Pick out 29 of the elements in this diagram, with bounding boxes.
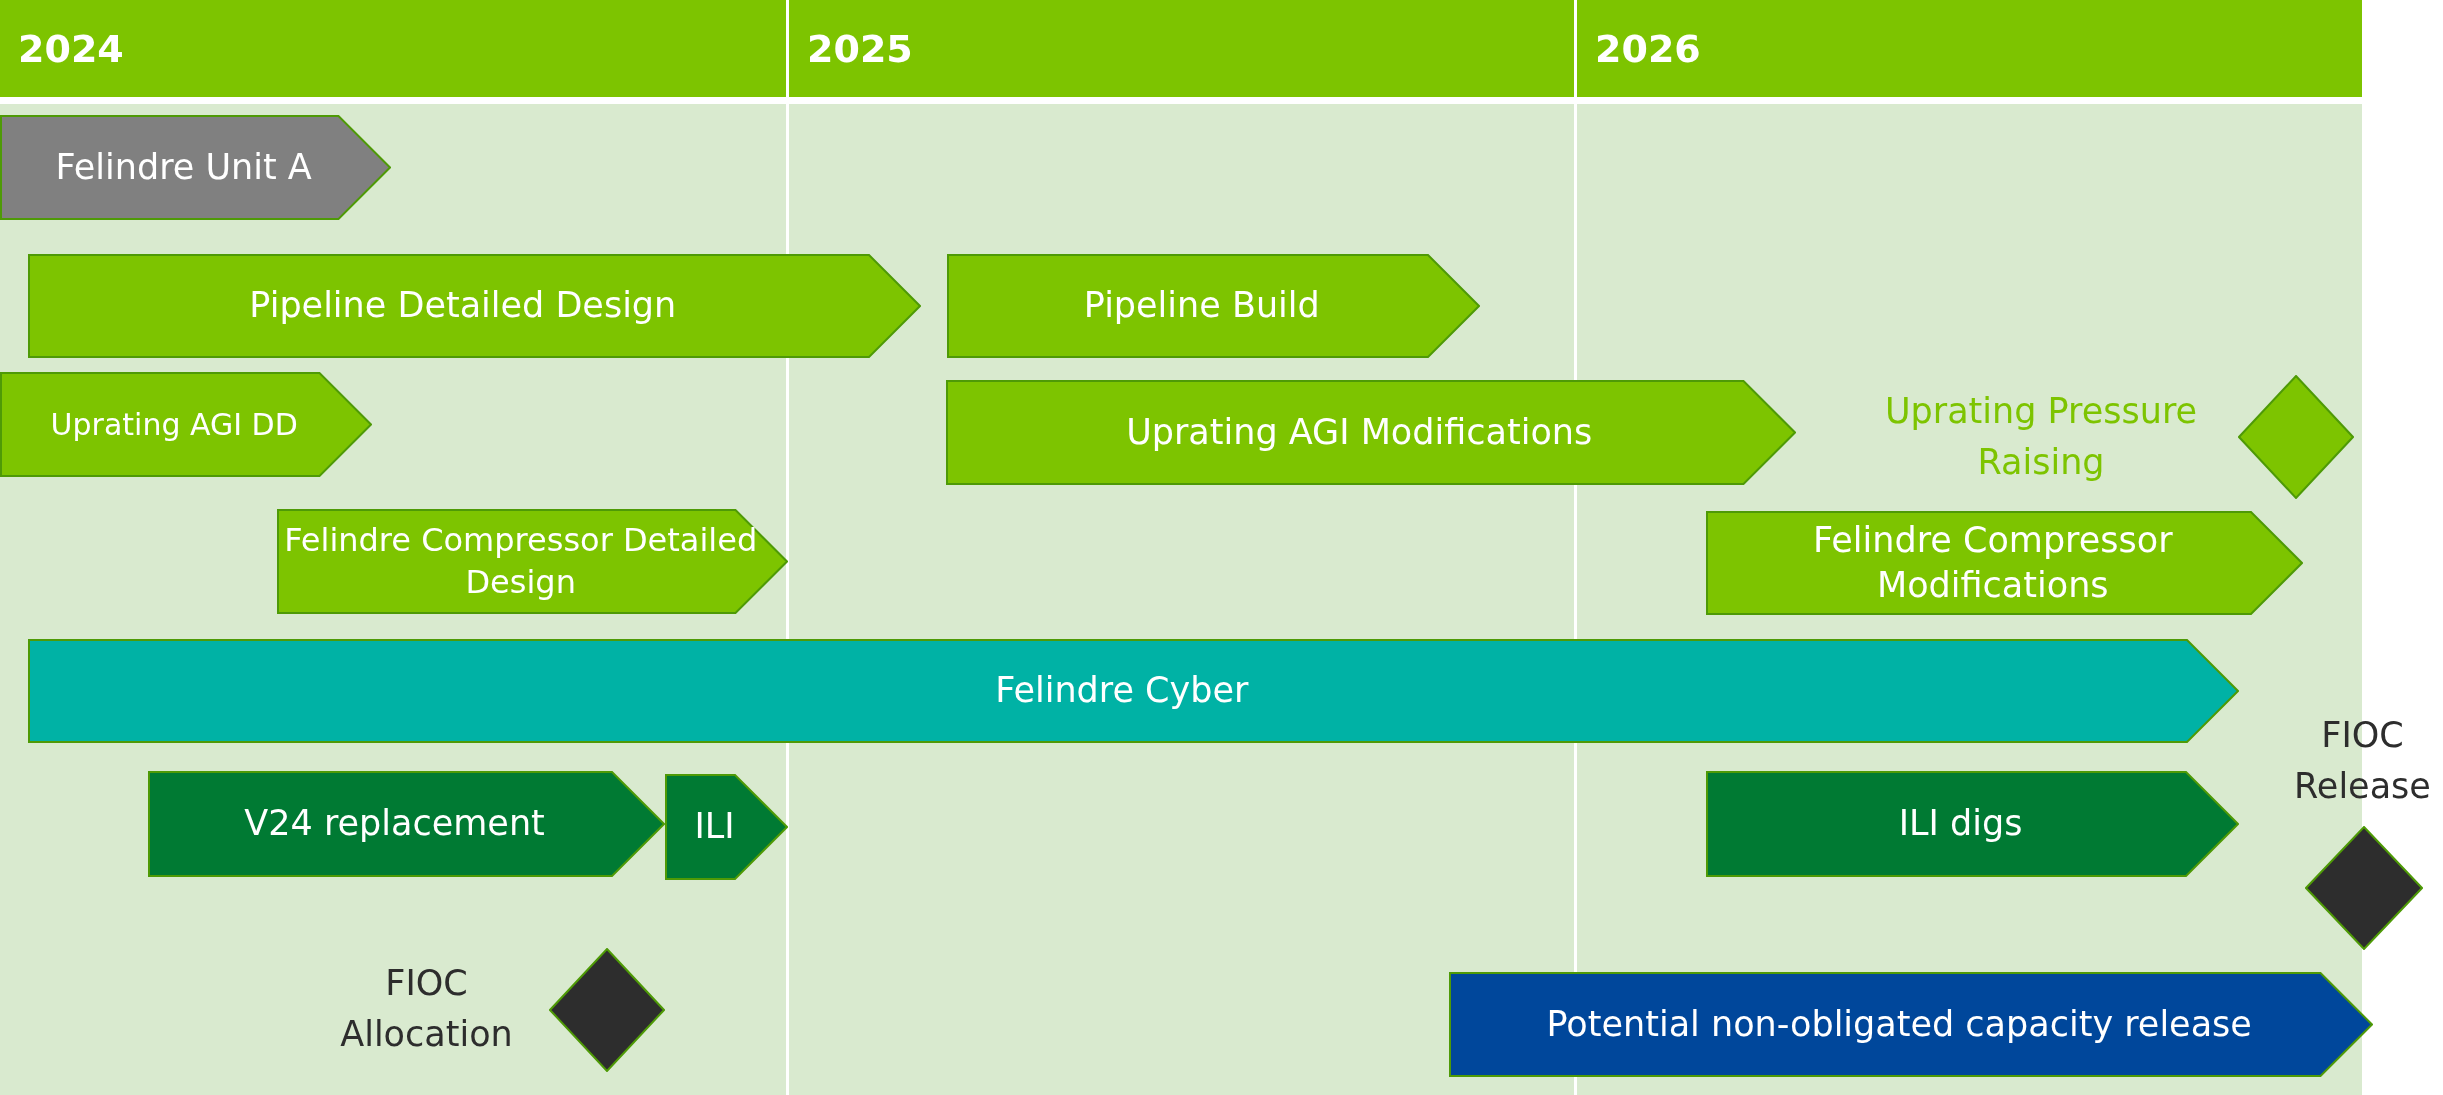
task-bar [0, 115, 391, 220]
task-label: Uprating AGI Modifications [1126, 410, 1593, 454]
task-label: ILI digs [1898, 802, 2023, 846]
year-header: 2025 [789, 0, 1574, 97]
task-label: V24 replacement [244, 802, 545, 846]
task-bar [1706, 511, 2303, 615]
task-label: Felindre Unit A [55, 145, 312, 189]
task-bar [947, 254, 1480, 358]
milestone-label: FIOC Allocation [339, 962, 514, 1056]
task-bar [28, 639, 2239, 743]
task-label: ILI [694, 805, 735, 849]
task-bar [277, 509, 788, 614]
task-bar [946, 380, 1796, 485]
task-label: Potential non-obligated capacity release [1546, 1002, 2252, 1046]
task-label: Pipeline Detailed Design [249, 284, 677, 328]
milestone-label: Uprating Pressure Raising [1883, 389, 2199, 484]
year-header: 2026 [1577, 0, 2362, 97]
task-bar [665, 774, 788, 880]
task-label: Pipeline Build [1083, 284, 1320, 328]
milestone-label: FIOC Release [2293, 713, 2432, 808]
task-bar [28, 254, 921, 358]
task-bar [1706, 771, 2239, 877]
year-header: 2024 [0, 0, 786, 97]
task-bar [1449, 972, 2373, 1077]
task-label: Felindre Compressor Modifications [1812, 518, 2174, 607]
task-label: Felindre Compressor Detailed Design [283, 519, 759, 603]
task-label: Felindre Cyber [995, 669, 1249, 713]
task-label: Uprating AGI DD [50, 406, 298, 444]
task-bar [0, 372, 372, 477]
